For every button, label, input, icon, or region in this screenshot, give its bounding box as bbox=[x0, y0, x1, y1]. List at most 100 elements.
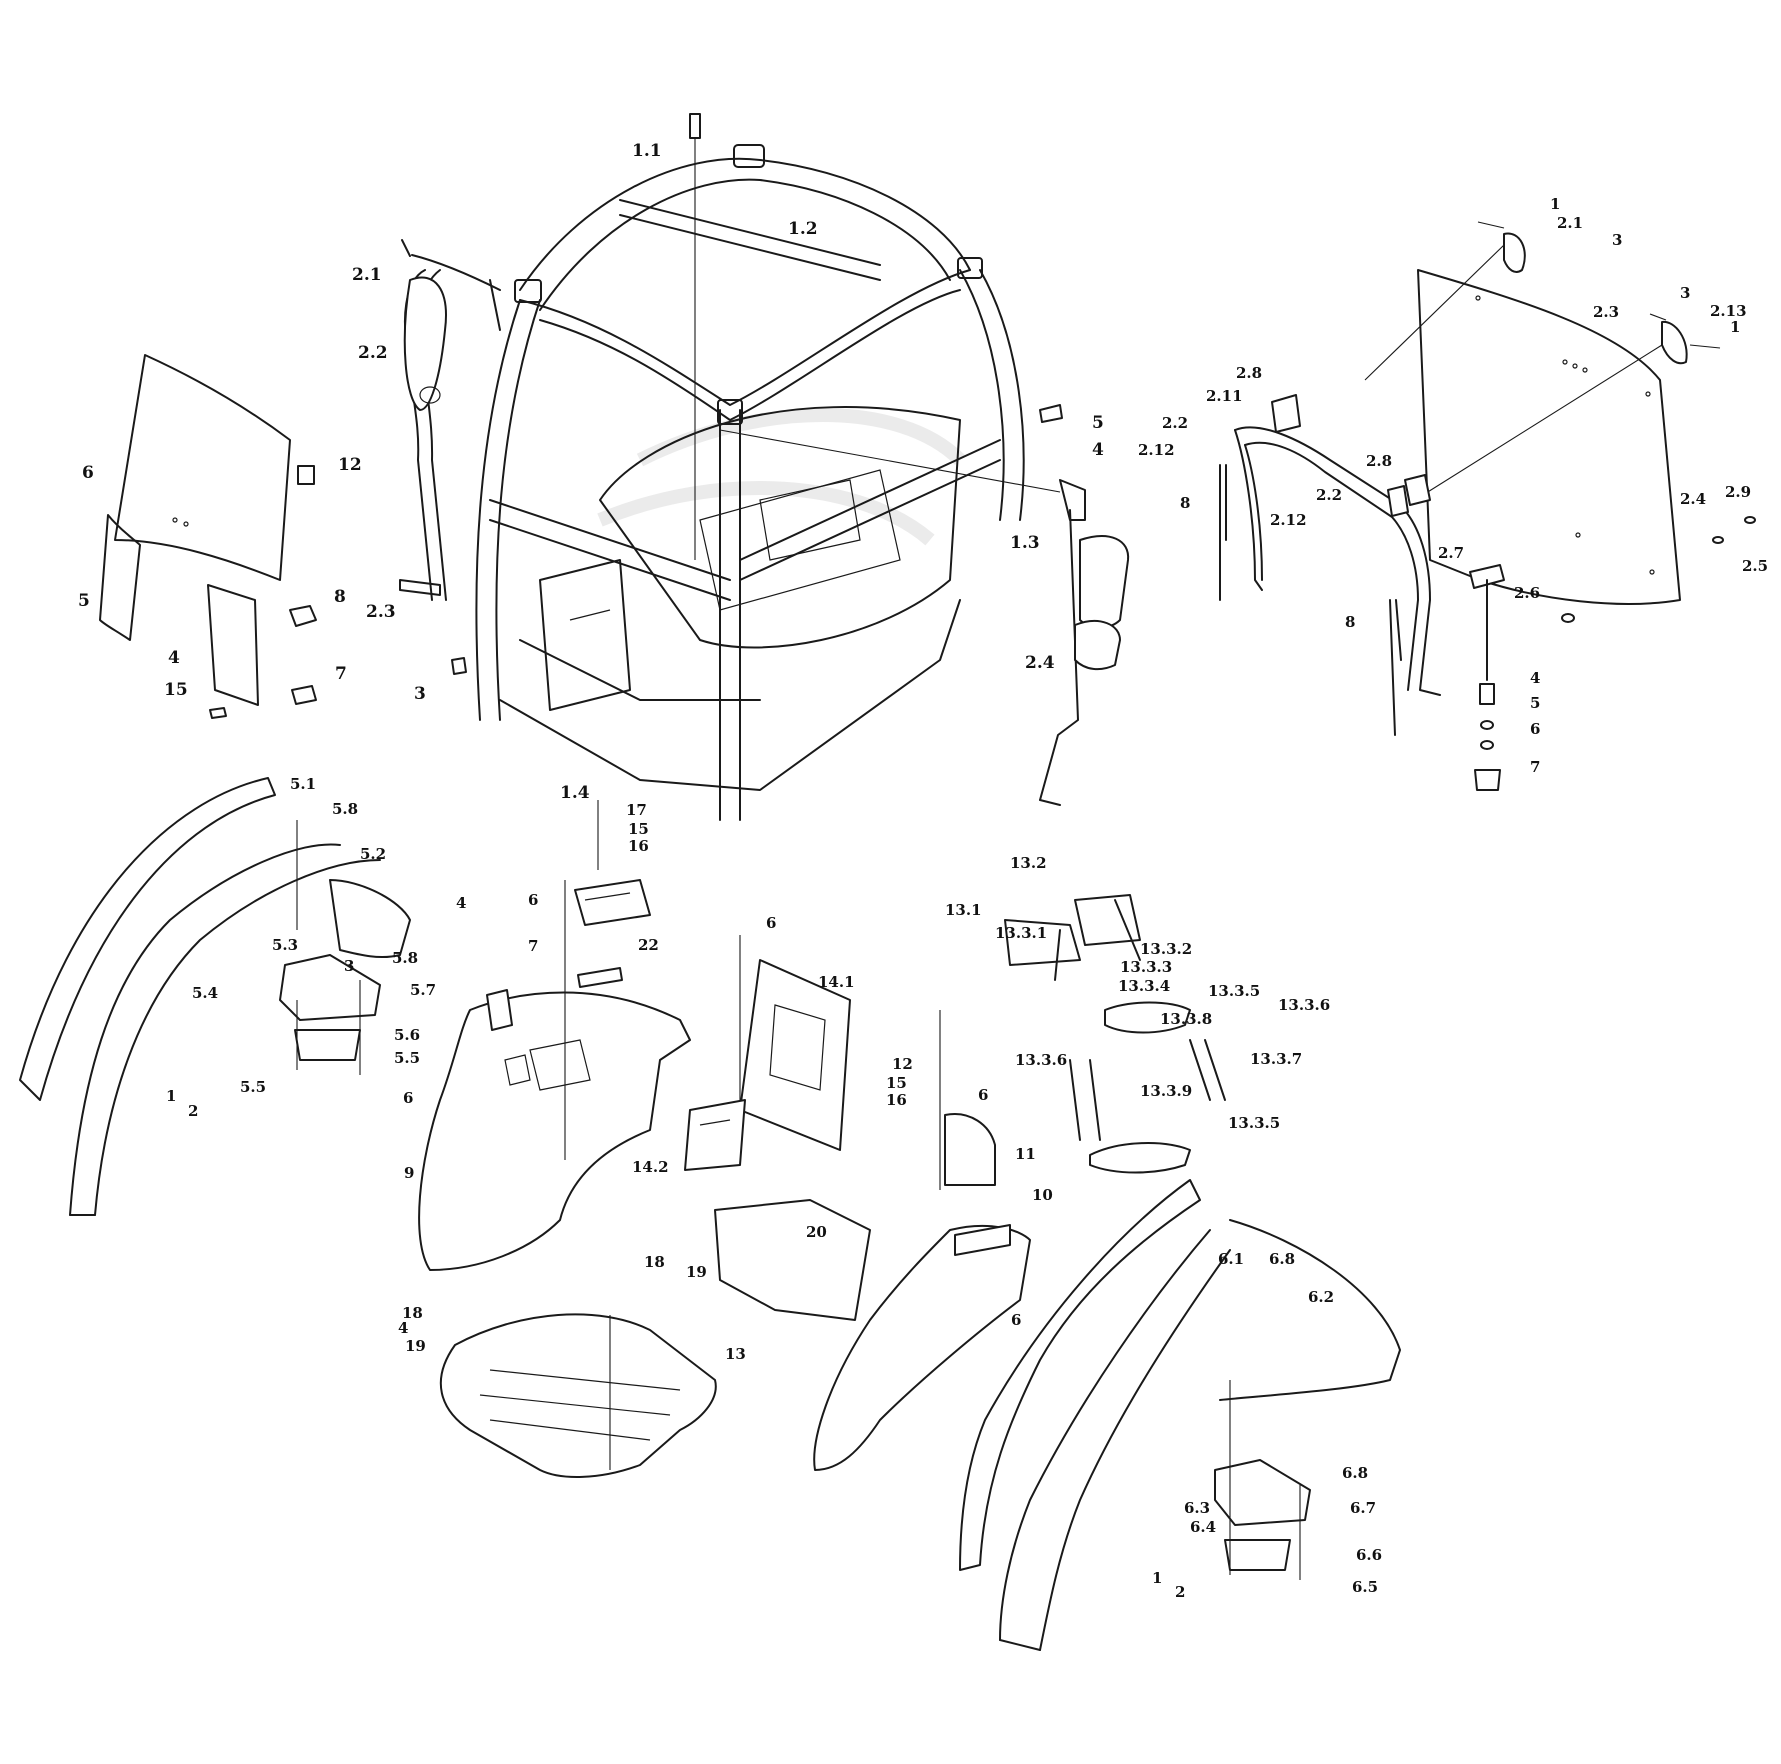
fender-6-1 bbox=[959, 1179, 1201, 1571]
label-6-8-a: 6.8 bbox=[1269, 1250, 1295, 1268]
label-6-4: 6.4 bbox=[1190, 1518, 1216, 1536]
label-8-left: 8 bbox=[334, 587, 346, 607]
label-6-console: 6 bbox=[978, 1086, 988, 1104]
label-20: 20 bbox=[806, 1223, 827, 1241]
floor-mat-13 bbox=[439, 1313, 717, 1478]
label-3: 3 bbox=[414, 684, 426, 704]
label-2-2: 2.2 bbox=[358, 343, 388, 363]
label-2-3-right: 2.3 bbox=[1593, 303, 1619, 321]
fender-5-1 bbox=[19, 777, 276, 1101]
label-6-center-b: 6 bbox=[403, 1089, 413, 1107]
label-2-12-a: 2.12 bbox=[1138, 441, 1175, 459]
label-13-2: 13.2 bbox=[1010, 854, 1047, 872]
label-6-3: 6.3 bbox=[1184, 1499, 1210, 1517]
fender-bracket-5-7 bbox=[279, 820, 381, 1075]
label-13-3-5-b: 13.3.5 bbox=[1228, 1114, 1280, 1132]
label-2-7: 2.7 bbox=[1438, 544, 1464, 562]
label-7-latch: 7 bbox=[1530, 758, 1540, 776]
side-cover-9 bbox=[418, 989, 691, 1271]
label-18-a: 18 bbox=[644, 1253, 665, 1271]
watermark bbox=[597, 408, 965, 546]
label-13-3-9: 13.3.9 bbox=[1140, 1082, 1192, 1100]
label-18-b: 18 bbox=[402, 1304, 423, 1322]
label-2-fender: 2 bbox=[188, 1102, 198, 1120]
label-16-console: 16 bbox=[886, 1091, 907, 1109]
label-2-8: 2.8 bbox=[1236, 364, 1262, 382]
label-6-center-c: 6 bbox=[766, 914, 776, 932]
label-6-center-a: 6 bbox=[528, 891, 538, 909]
label-2-13: 2.13 bbox=[1710, 302, 1747, 320]
label-12-center: 12 bbox=[892, 1055, 913, 1073]
label-2-6: 2.6 bbox=[1514, 584, 1540, 602]
console-11 bbox=[939, 1010, 996, 1190]
windshield-glass-6 bbox=[114, 354, 291, 581]
badge-22 bbox=[577, 967, 623, 988]
label-5-8-a: 5.8 bbox=[332, 800, 358, 818]
vent-trim-17 bbox=[564, 800, 651, 1160]
cab-frame bbox=[475, 144, 1025, 821]
label-7-left: 7 bbox=[335, 664, 347, 684]
label-15-console: 15 bbox=[886, 1074, 907, 1092]
label-13-1: 13.1 bbox=[945, 901, 982, 919]
label-2-5: 2.5 bbox=[1742, 557, 1768, 575]
label-4-latch: 4 bbox=[1530, 669, 1540, 687]
hinge-2-13 bbox=[1414, 313, 1721, 501]
label-5-3: 5.3 bbox=[272, 936, 298, 954]
label-3-fender: 3 bbox=[344, 957, 354, 975]
label-6-7: 6.7 bbox=[1350, 1499, 1376, 1517]
label-17: 17 bbox=[626, 801, 647, 819]
label-2-8-b: 2.8 bbox=[1366, 452, 1392, 470]
label-13-3-6-b: 13.3.6 bbox=[1015, 1051, 1067, 1069]
step-bracket-13-3-1 bbox=[1004, 894, 1141, 981]
right-mirror-2-4 bbox=[719, 404, 1130, 806]
small-parts-left bbox=[209, 465, 467, 719]
label-6-cover: 6 bbox=[1011, 1311, 1021, 1329]
label-1-fender-right: 1 bbox=[1152, 1569, 1162, 1587]
label-8-a: 8 bbox=[1180, 494, 1190, 512]
step-tread-13-3-5 bbox=[1089, 1001, 1191, 1174]
label-5: 5 bbox=[1092, 413, 1104, 433]
label-19-b: 19 bbox=[405, 1337, 426, 1355]
panel-14-1 bbox=[739, 935, 851, 1151]
step-plates bbox=[1069, 1039, 1226, 1141]
gas-struts-8 bbox=[1219, 464, 1402, 736]
label-11: 11 bbox=[1015, 1145, 1036, 1163]
label-6-1: 6.1 bbox=[1218, 1250, 1244, 1268]
label-1-top-right: 1 bbox=[1550, 195, 1560, 213]
label-3-right-b: 3 bbox=[1680, 284, 1690, 302]
label-1-1: 1.1 bbox=[632, 141, 662, 161]
label-2-4-right: 2.4 bbox=[1680, 490, 1706, 508]
label-3-right: 3 bbox=[1612, 231, 1622, 249]
bolt-1-1 bbox=[689, 113, 701, 560]
label-13-3-3: 13.3.3 bbox=[1120, 958, 1172, 976]
label-2-1: 2.1 bbox=[352, 265, 382, 285]
label-4-mat: 4 bbox=[398, 1319, 408, 1337]
label-7-center: 7 bbox=[528, 937, 538, 955]
fender-bracket-6-7 bbox=[1214, 1380, 1311, 1580]
callout-labels: 1.1 1.2 1.3 1.4 2.1 2.2 2.3 2.4 3 4 5 6 … bbox=[78, 141, 1768, 1601]
label-2-2-a: 2.2 bbox=[1162, 414, 1188, 432]
hinge-2-1 bbox=[1364, 221, 1526, 381]
label-16-center: 16 bbox=[628, 837, 649, 855]
label-4-fender: 4 bbox=[456, 894, 466, 912]
glass-panel-5 bbox=[99, 514, 141, 641]
label-1-fender: 1 bbox=[166, 1087, 176, 1105]
label-1-4: 1.4 bbox=[560, 783, 590, 803]
label-19-a: 19 bbox=[686, 1263, 707, 1281]
label-6-5: 6.5 bbox=[1352, 1578, 1378, 1596]
label-5-2: 5.2 bbox=[360, 845, 386, 863]
fender-5-2 bbox=[69, 843, 411, 1216]
label-10: 10 bbox=[1032, 1186, 1053, 1204]
glass-panel-4 bbox=[207, 584, 259, 706]
panel-14-2 bbox=[684, 1099, 746, 1171]
label-5-6: 5.6 bbox=[394, 1026, 420, 1044]
label-1-3: 1.3 bbox=[1010, 533, 1040, 553]
label-2-2-b: 2.2 bbox=[1316, 486, 1342, 504]
label-8-b: 8 bbox=[1345, 613, 1355, 631]
label-5-5-a: 5.5 bbox=[394, 1049, 420, 1067]
label-6: 6 bbox=[82, 463, 94, 483]
label-5-latch: 5 bbox=[1530, 694, 1540, 712]
label-13-3-6-a: 13.3.6 bbox=[1278, 996, 1330, 1014]
label-15-left: 15 bbox=[164, 680, 188, 700]
